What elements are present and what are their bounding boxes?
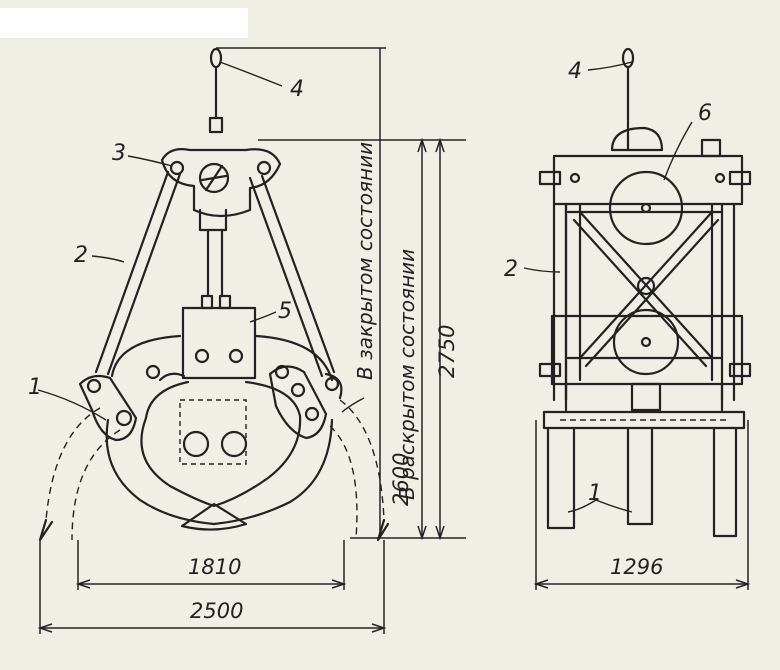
label-closed-state: В закрытом состоянии [353,142,377,380]
dim-1810: 1810 [188,555,241,579]
callout-1-front: 1 [28,375,42,400]
callout-4-front: 4 [290,77,304,102]
jaws [38,334,390,542]
callout-2-front: 2 [74,243,88,268]
callout-4-side: 4 [568,59,582,84]
dim-2750: 2750 [435,325,459,378]
callout-6: 6 [698,101,712,126]
dim-1296: 1296 [610,555,663,579]
callout-1-side: 1 [588,481,602,506]
rods-left [94,170,336,378]
label-open-state: В раскрытом состоянии [395,249,419,500]
callout-5: 5 [278,299,292,324]
dim-2600: 2600 [389,453,413,506]
dim-2500: 2500 [190,599,243,623]
callout-2-side: 2 [504,257,518,282]
callout-3: 3 [112,141,126,166]
leader-lines [37,61,693,513]
paper-patch [0,8,248,38]
front-view [38,47,390,542]
side-view [533,47,752,590]
upper-head [160,148,282,232]
hook-left [208,47,224,134]
height-dimensions [216,47,466,541]
center-rope [200,228,232,310]
lower-block [181,306,257,380]
width-dimensions [37,540,387,634]
